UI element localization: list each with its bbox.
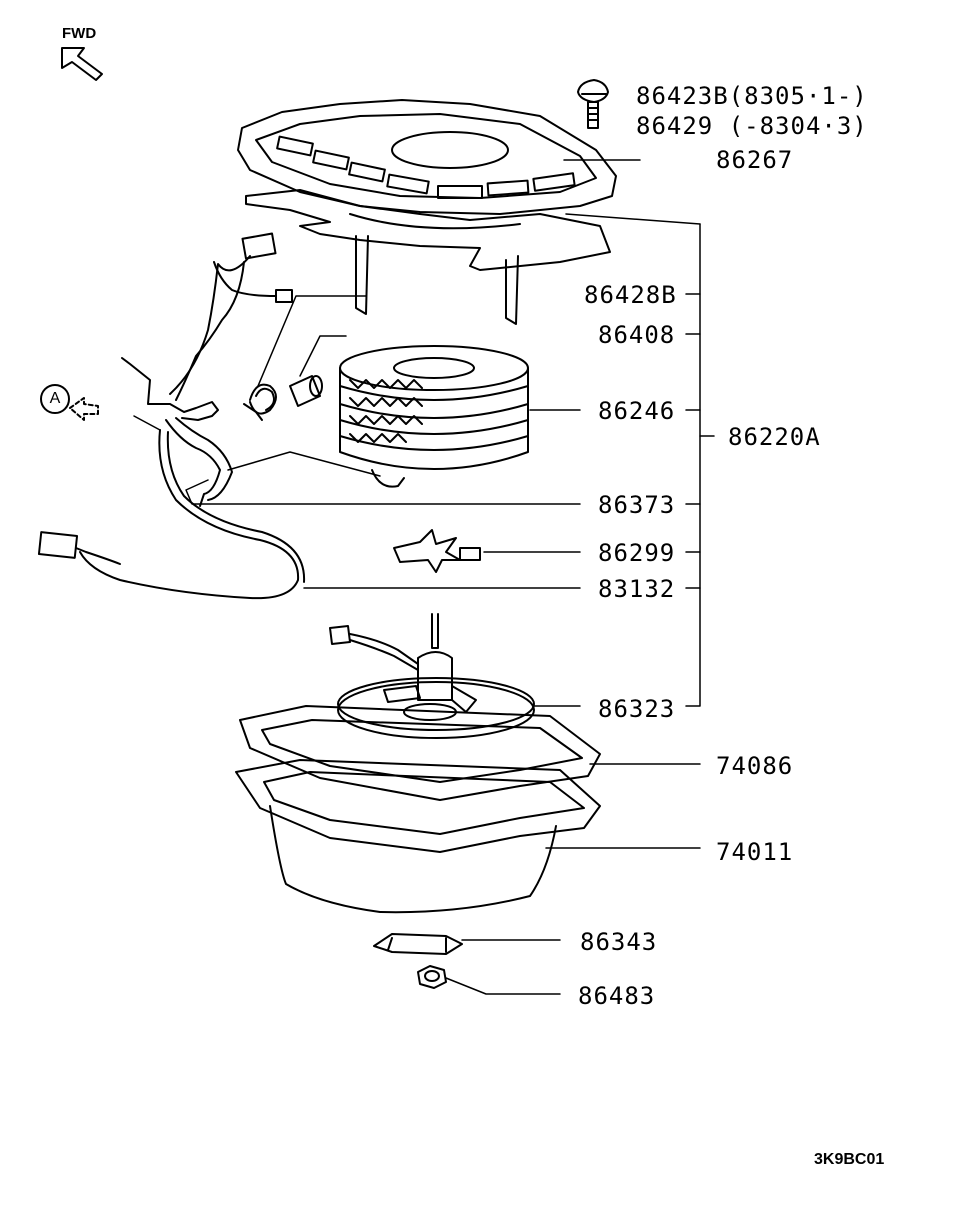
callout-86408: 86408	[598, 321, 676, 349]
forward-arrow-icon	[61, 47, 103, 81]
callout-86373: 86373	[598, 491, 676, 519]
reference-marker: A	[40, 384, 70, 414]
clip-bracket-part	[373, 933, 463, 955]
callout-86267: 86267	[716, 146, 794, 174]
callout-86423B: 86423B(8305·1-)	[636, 82, 868, 110]
callout-83132: 83132	[598, 575, 676, 603]
diagram-code: 3K9BC01	[814, 1151, 885, 1168]
callout-86428B: 86428B	[584, 281, 677, 309]
heater-core-part	[339, 345, 529, 488]
callout-86220A: 86220A	[728, 423, 821, 451]
wiring-harness-part	[37, 232, 306, 600]
spring-part	[243, 383, 277, 421]
reference-arrow-icon	[69, 397, 99, 421]
callout-86299: 86299	[598, 539, 676, 567]
callout-86323: 86323	[598, 695, 676, 723]
callout-86343: 86343	[580, 928, 658, 956]
callout-86483: 86483	[578, 982, 656, 1010]
fan-part	[393, 529, 481, 573]
bolt-icon	[577, 79, 609, 129]
lower-case-part	[235, 759, 601, 914]
direction-label: FWD	[62, 25, 97, 42]
callout-86246: 86246	[598, 397, 676, 425]
assembly-bracket	[685, 223, 715, 707]
callout-86429: 86429 (-8304·3)	[636, 112, 868, 140]
mount-bracket-part	[245, 189, 611, 325]
top-cover-part	[237, 99, 617, 215]
nut-icon	[417, 965, 447, 989]
bushing-part	[289, 375, 323, 407]
callout-leader-lines	[133, 159, 701, 995]
callout-74011: 74011	[716, 838, 794, 866]
blower-motor-part	[329, 613, 535, 739]
callout-74086: 74086	[716, 752, 794, 780]
